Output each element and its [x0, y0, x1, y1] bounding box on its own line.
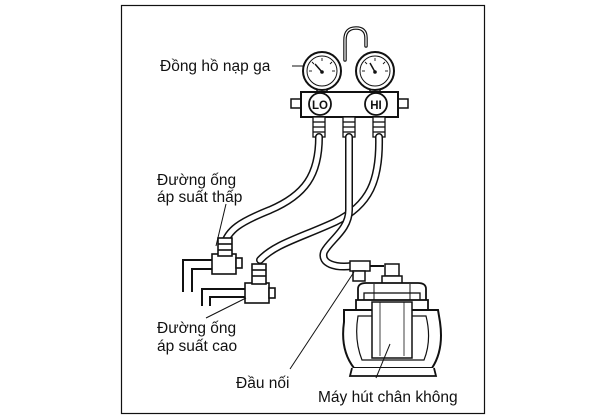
label-low-pressure-line-1: Đường ống	[157, 172, 236, 189]
lo-badge: LO	[312, 100, 328, 112]
diagram-frame	[120, 4, 486, 415]
manifold-hose-fittings	[312, 116, 386, 138]
low-pressure-service-port	[182, 237, 243, 292]
hoses	[220, 133, 384, 271]
high-pressure-service-port	[201, 263, 276, 306]
leader-lines	[205, 65, 391, 379]
manifold-right-fitting	[397, 98, 409, 109]
label-gauge-manifold: Đồng hồ nạp ga	[160, 58, 271, 75]
label-high-pressure-line-2: áp suất cao	[157, 338, 237, 355]
gauge-manifold: LO HI	[290, 51, 409, 138]
label-vacuum-pump: Máy hút chân không	[318, 389, 458, 406]
label-low-pressure-line-2: áp suất thấp	[157, 189, 242, 206]
lo-valve-knob-icon: LO	[308, 92, 332, 116]
low-pressure-gauge-icon	[302, 51, 342, 91]
vacuum-pump-icon	[342, 263, 442, 377]
label-high-pressure-line-1: Đường ống	[157, 320, 236, 337]
hi-badge: HI	[370, 100, 382, 112]
label-connector: Đầu nối	[236, 375, 289, 392]
connector-fitting	[349, 260, 384, 282]
manifold-left-fitting	[290, 98, 302, 109]
hi-valve-knob-icon: HI	[364, 92, 388, 116]
high-pressure-gauge-icon	[355, 51, 395, 91]
